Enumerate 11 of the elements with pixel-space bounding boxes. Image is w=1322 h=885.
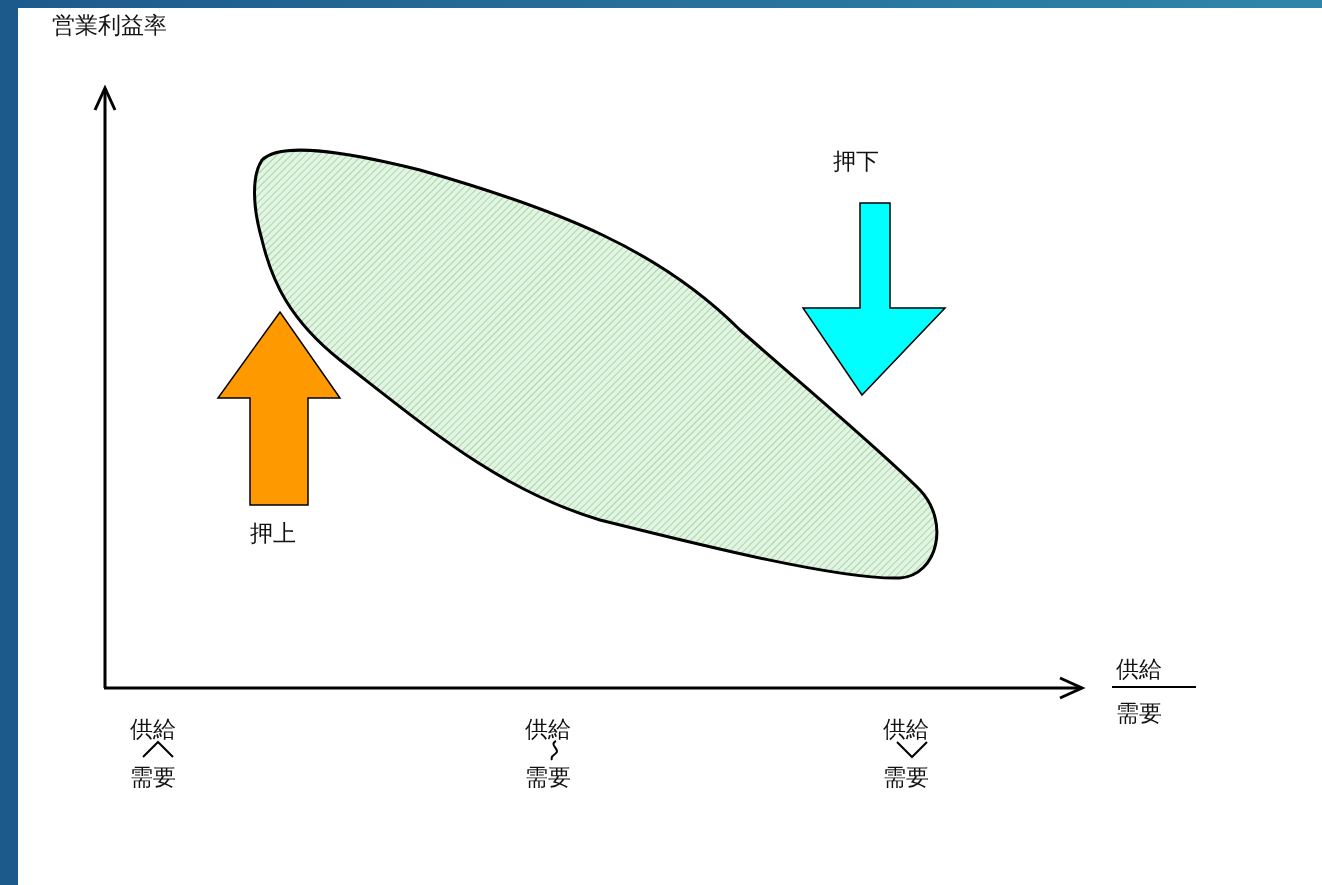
tick-label: 供給 xyxy=(525,716,571,744)
axis-title: 需要 xyxy=(1116,700,1162,728)
axis-title: 供給 xyxy=(1116,656,1162,684)
tick-label: 需要 xyxy=(883,764,929,792)
tick-label: 需要 xyxy=(525,764,571,792)
tick-label: 供給 xyxy=(130,716,176,744)
axis-title: 営業利益率 xyxy=(52,12,167,40)
arrow-label: 押上 xyxy=(250,520,296,548)
tick-label: 需要 xyxy=(130,764,176,792)
tick-label: 供給 xyxy=(883,716,929,744)
arrow-label: 押下 xyxy=(833,148,879,176)
